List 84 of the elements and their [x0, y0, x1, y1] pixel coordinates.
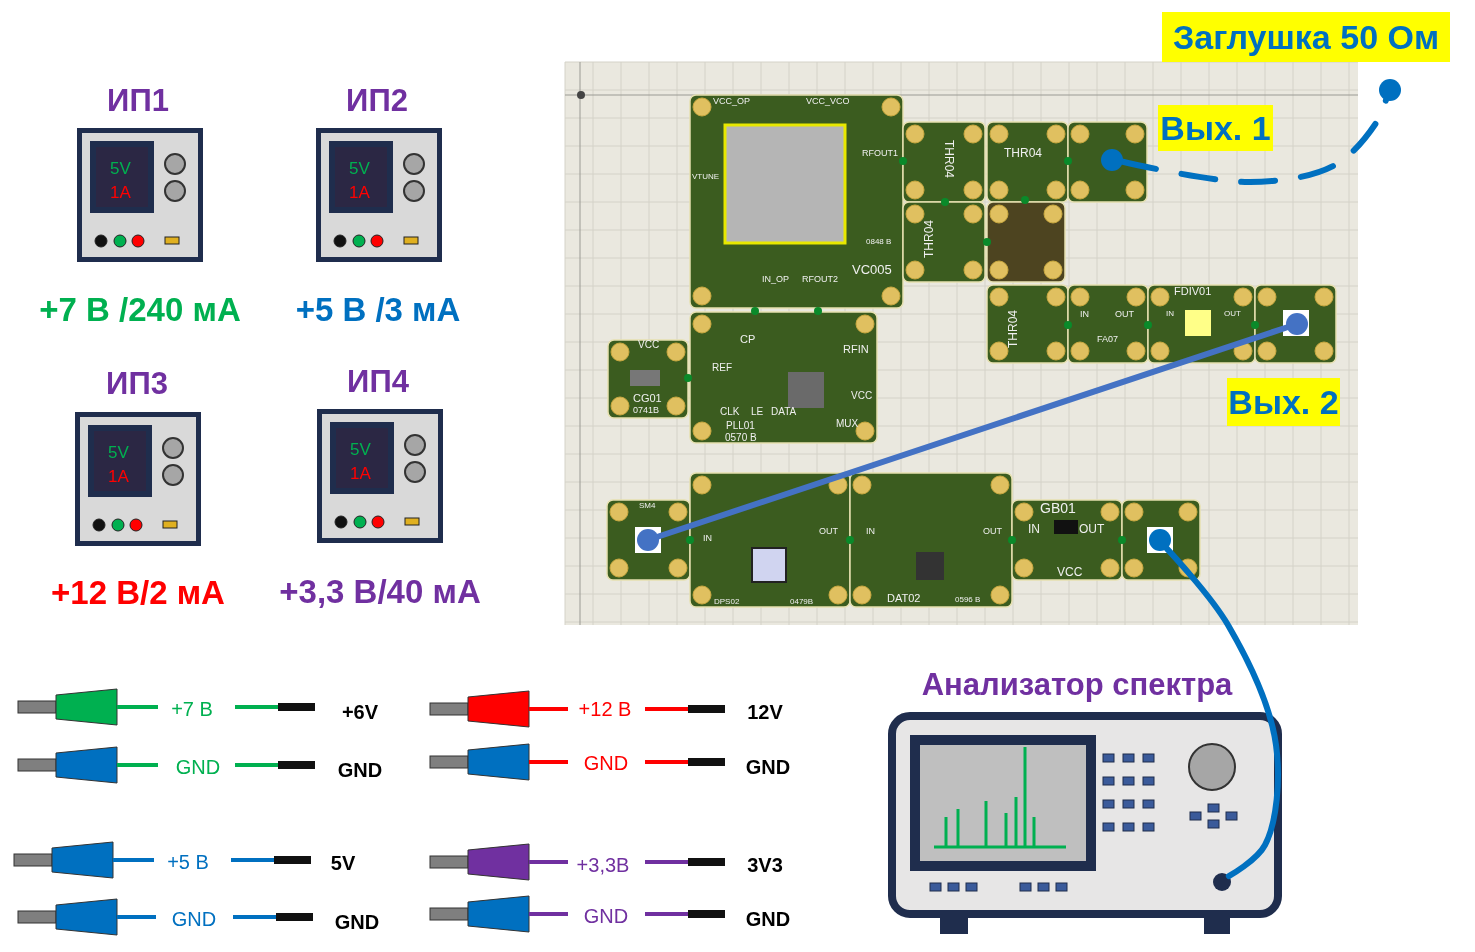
- board-silkscreen-label: OUT: [1224, 309, 1241, 318]
- board-silkscreen-label: RFOUT1: [862, 148, 898, 158]
- board-silkscreen-label: 0741B: [633, 405, 660, 415]
- board-silkscreen-label: OUT: [1115, 309, 1134, 319]
- wire-label: +5 В: [167, 850, 209, 874]
- board-silkscreen-label: SM4: [639, 501, 656, 510]
- board-silkscreen-label: THR04: [1004, 146, 1042, 160]
- coaxial-cable: [1163, 545, 1281, 880]
- board-silkscreen-label: OUT: [819, 526, 838, 536]
- wire-label: +7 В: [171, 697, 213, 721]
- board-silkscreen-label: VCC: [1057, 565, 1083, 579]
- board-silkscreen-label: OUT: [1079, 522, 1105, 536]
- board-silkscreen-label: FDIV01: [1174, 285, 1212, 297]
- board-silkscreen-label: 0570 B: [725, 432, 757, 443]
- current-reading: 1A: [349, 183, 370, 203]
- board-silkscreen-label: 0848 B: [866, 237, 892, 246]
- board-silkscreen-label: IN_OP: [762, 274, 789, 284]
- wire-label: GND: [171, 907, 217, 931]
- board-silkscreen-label: CG01: [633, 392, 662, 404]
- board-silkscreen-label: IN: [866, 526, 875, 536]
- board-silkscreen-label: THR04: [922, 220, 936, 258]
- wire-label: GND: [583, 751, 629, 775]
- supply-setting: +7 В /240 мА: [39, 291, 241, 329]
- board-silkscreen-label: RFOUT2: [802, 274, 838, 284]
- board-silkscreen-label: CLK: [720, 406, 740, 417]
- board-silkscreen-label: VCC_OP: [713, 96, 750, 106]
- coaxial-cable: [655, 324, 1290, 540]
- device-title: ИП1: [106, 83, 170, 119]
- callout-label: Заглушка 50 Ом: [1162, 12, 1450, 62]
- wire-label: GND: [583, 904, 629, 928]
- board-silkscreen-label: GB01: [1040, 500, 1076, 516]
- current-reading: 1A: [108, 467, 129, 487]
- board-silkscreen-label: DAT02: [887, 592, 921, 604]
- cable-connector-end: [1213, 873, 1231, 891]
- board-silkscreen-label: DATA: [771, 406, 797, 417]
- board-silkscreen-label: OUT: [983, 526, 1002, 536]
- board-silkscreen-label: FA07: [1097, 334, 1118, 344]
- board-silkscreen-label: THR04: [1006, 310, 1020, 348]
- wire-label: GND: [337, 758, 383, 782]
- board-silkscreen-label: THR04: [942, 140, 956, 178]
- voltage-reading: 5V: [349, 159, 370, 179]
- board-silkscreen-label: CP: [740, 333, 756, 345]
- wire-label: +12 В: [578, 697, 632, 721]
- board-silkscreen-label: IN: [1028, 522, 1040, 536]
- supply-setting: +12 В/2 мА: [51, 574, 225, 612]
- supply-setting: +3,3 В/40 мА: [279, 573, 481, 611]
- wire-label: +6V: [341, 700, 379, 724]
- board-silkscreen-label: PLL01: [726, 420, 755, 431]
- board-silkscreen-label: VCC_VCO: [806, 96, 850, 106]
- wire-label: GND: [334, 910, 380, 934]
- board-silkscreen-label: IN: [703, 533, 712, 543]
- cable-connector-end: [1379, 79, 1401, 101]
- board-silkscreen-label: REF: [712, 362, 732, 373]
- board-silkscreen-label: DPS02: [714, 597, 740, 606]
- callout-label: Вых. 1: [1158, 105, 1273, 151]
- board-silkscreen-label: VCC: [638, 339, 660, 350]
- device-title: Анализатор спектра: [920, 667, 1234, 703]
- board-silkscreen-label: VTUNE: [692, 172, 720, 181]
- wire-label: 3V3: [747, 853, 783, 877]
- board-silkscreen-label: 0596 B: [955, 595, 981, 604]
- wire-label: 12V: [747, 700, 783, 724]
- supply-setting: +5 В /3 мА: [295, 291, 461, 329]
- board-silkscreen-label: IN: [1080, 309, 1089, 319]
- callout-label: Вых. 2: [1227, 378, 1340, 426]
- device-title: ИП2: [345, 83, 409, 119]
- current-reading: 1A: [350, 464, 371, 484]
- wire-label: GND: [745, 755, 791, 779]
- board-silkscreen-label: 0479B: [790, 597, 814, 606]
- board-silkscreen-label: MUX: [836, 418, 859, 429]
- wire-label: +3,3В: [576, 853, 630, 877]
- board-silkscreen-label: LE: [751, 406, 764, 417]
- board-silkscreen-label: RFIN: [843, 343, 869, 355]
- wire-label: GND: [175, 755, 221, 779]
- wire-label: GND: [745, 907, 791, 931]
- wire-label: 5V: [330, 851, 356, 875]
- board-silkscreen-label: VCC: [851, 390, 873, 401]
- device-title: ИП3: [105, 366, 169, 402]
- voltage-reading: 5V: [350, 440, 371, 460]
- current-reading: 1A: [110, 183, 131, 203]
- voltage-reading: 5V: [110, 159, 131, 179]
- board-silkscreen-label: IN: [1166, 309, 1174, 318]
- board-silkscreen-label: VC005: [852, 262, 892, 277]
- device-title: ИП4: [346, 364, 410, 400]
- voltage-reading: 5V: [108, 443, 129, 463]
